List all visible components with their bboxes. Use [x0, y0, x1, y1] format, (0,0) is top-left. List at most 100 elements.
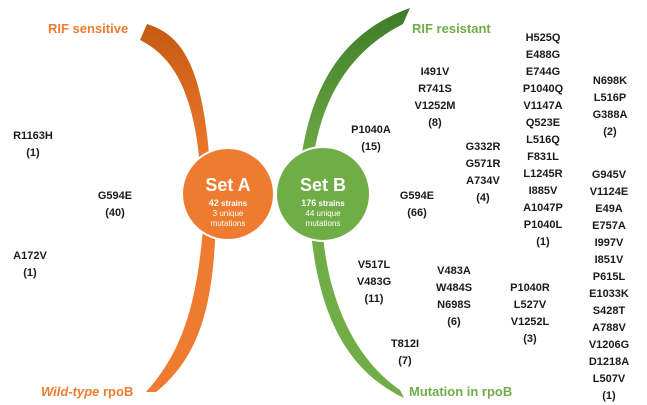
- mutation-label: V1252M: [414, 100, 456, 112]
- strain-count: (11): [364, 293, 384, 305]
- mutation-label: G945V: [591, 169, 627, 181]
- group-h525q: H525Q E488G E744G P1040Q V1147A Q523E L516Q F83…: [517, 30, 569, 251]
- mutation-label: I885V: [528, 185, 558, 197]
- strain-count: (1): [26, 147, 40, 159]
- mutation-label: A1047P: [523, 202, 563, 214]
- strain-count: (2): [603, 126, 617, 138]
- mutation-label: L516P: [593, 92, 627, 104]
- rif-sensitive-stem: [140, 24, 210, 168]
- rif-sensitive-label: RIF sensitive: [48, 21, 129, 36]
- strain-count: (66): [407, 207, 427, 219]
- set-b-strain-count: 176: [301, 198, 317, 208]
- wild-type-italic-text: Wild-type: [41, 384, 100, 399]
- wild-type-stem: [146, 216, 216, 392]
- group-p1040a: P1040A (15): [346, 122, 396, 156]
- set-b-text: Set B 176 strains 44 unique mutations: [277, 175, 369, 229]
- set-b-title: Set B: [299, 175, 346, 195]
- mutation-label: V1206G: [588, 339, 630, 351]
- mutation-label: V1147A: [523, 100, 563, 112]
- set-a-strain-count: 42: [208, 198, 219, 208]
- mutation-label: P1040R: [510, 282, 550, 294]
- mutation-label: Q523E: [525, 117, 561, 129]
- mutation-label: S428T: [592, 305, 626, 317]
- group-p1040r: P1040R L527V V1252L (3): [504, 280, 556, 348]
- group-i491v: I491V R741S V1252M (8): [406, 64, 464, 132]
- mutation-label: R1163H: [13, 130, 53, 142]
- strain-count: (1): [602, 390, 616, 402]
- mutation-label: R741S: [418, 83, 452, 95]
- strain-count: (3): [523, 333, 537, 345]
- group-n698k: N698K L516P G388A (2): [586, 73, 634, 141]
- set-a-circle: [181, 147, 275, 241]
- mutation-label: G388A: [592, 109, 628, 121]
- group-g332r: G332R G571R A734V (4): [461, 139, 505, 207]
- mutation-label: P1040A: [351, 124, 391, 136]
- mutation-label: A734V: [466, 175, 500, 187]
- strain-count: (6): [447, 316, 461, 328]
- mutation-label: V1252L: [510, 316, 550, 328]
- mutation-label: E757A: [592, 220, 626, 232]
- mutation-label: G571R: [465, 158, 501, 170]
- mutation-label: G594E: [399, 190, 435, 202]
- mutation-label: I491V: [420, 66, 450, 78]
- mutation-label: P1040L: [523, 219, 563, 231]
- mutation-label: L507V: [592, 373, 626, 385]
- set-a-text: Set A 42 strains 3 unique mutations: [182, 175, 274, 229]
- mutation-label: V483A: [437, 265, 471, 277]
- strain-count: (7): [398, 355, 412, 367]
- strain-count: (4): [476, 192, 490, 204]
- mutation-label: W484S: [435, 282, 473, 294]
- group-a172v: A172V (1): [8, 248, 52, 282]
- mutation-label: H525Q: [525, 32, 561, 44]
- mutation-label: G594E: [97, 190, 133, 202]
- mutation-label: L516Q: [526, 134, 560, 146]
- set-a-strains: 42 strains: [182, 198, 274, 209]
- mutation-label: E49A: [595, 203, 623, 215]
- mutation-label: I997V: [594, 237, 624, 249]
- mutation-label: P615L: [592, 271, 626, 283]
- mutation-label: V483G: [356, 276, 392, 288]
- rif-resistant-label: RIF resistant: [412, 21, 491, 36]
- mutation-label: E1033K: [589, 288, 629, 300]
- mutation-label: E488G: [525, 49, 561, 61]
- set-b-circle: [275, 146, 371, 242]
- strain-count: (1): [23, 267, 37, 279]
- set-a-title: Set A: [205, 175, 251, 195]
- mutation-label: V1124E: [589, 186, 629, 198]
- mutation-label: V517L: [357, 259, 391, 271]
- mutation-label: E744G: [525, 66, 561, 78]
- strain-count: (40): [105, 207, 125, 219]
- mutation-label: F831L: [527, 151, 559, 163]
- group-r1163h: R1163H (1): [8, 128, 58, 162]
- set-a-strains-word: strains: [218, 199, 248, 208]
- mutation-label: N698S: [437, 299, 471, 311]
- mutation-label: I851V: [594, 254, 624, 266]
- set-b-strains-word: strains: [316, 199, 345, 208]
- group-v517l: V517L V483G (11): [351, 257, 397, 308]
- group-v483a: V483A W484S N698S (6): [430, 263, 478, 331]
- mutation-label: D1218A: [588, 356, 630, 368]
- set-b-strains: 176 strains: [277, 198, 369, 209]
- mutation-label: A172V: [13, 250, 47, 262]
- mutation-label: L1245R: [523, 168, 563, 180]
- mutation-label: G332R: [465, 141, 501, 153]
- mutation-label: L527V: [513, 299, 547, 311]
- set-a-unique-mutations: 3 unique mutations: [210, 209, 246, 228]
- wild-type-rest-text: rpoB: [99, 384, 134, 399]
- group-g594e-set-a: G594E (40): [90, 188, 140, 222]
- group-t812i: T812I (7): [387, 336, 423, 370]
- mutation-label: N698K: [592, 75, 628, 87]
- strain-count: (15): [361, 141, 381, 153]
- group-g945v: G945V V1124E E49A E757A I997V I851V P615L E1033…: [582, 167, 636, 405]
- set-b-unique-mutations: 44 unique mutations: [305, 209, 341, 228]
- wild-type-rpob-label: Wild-type rpoB: [41, 384, 133, 399]
- mutation-in-rpob-label: Mutation in rpoB: [409, 384, 513, 399]
- mutation-label: P1040Q: [522, 83, 564, 95]
- mutation-stem: [310, 222, 404, 398]
- group-g594e-set-b: G594E (66): [397, 188, 437, 222]
- mutation-label: A788V: [592, 322, 626, 334]
- strain-count: (8): [428, 117, 442, 129]
- mutation-label: T812I: [390, 338, 420, 350]
